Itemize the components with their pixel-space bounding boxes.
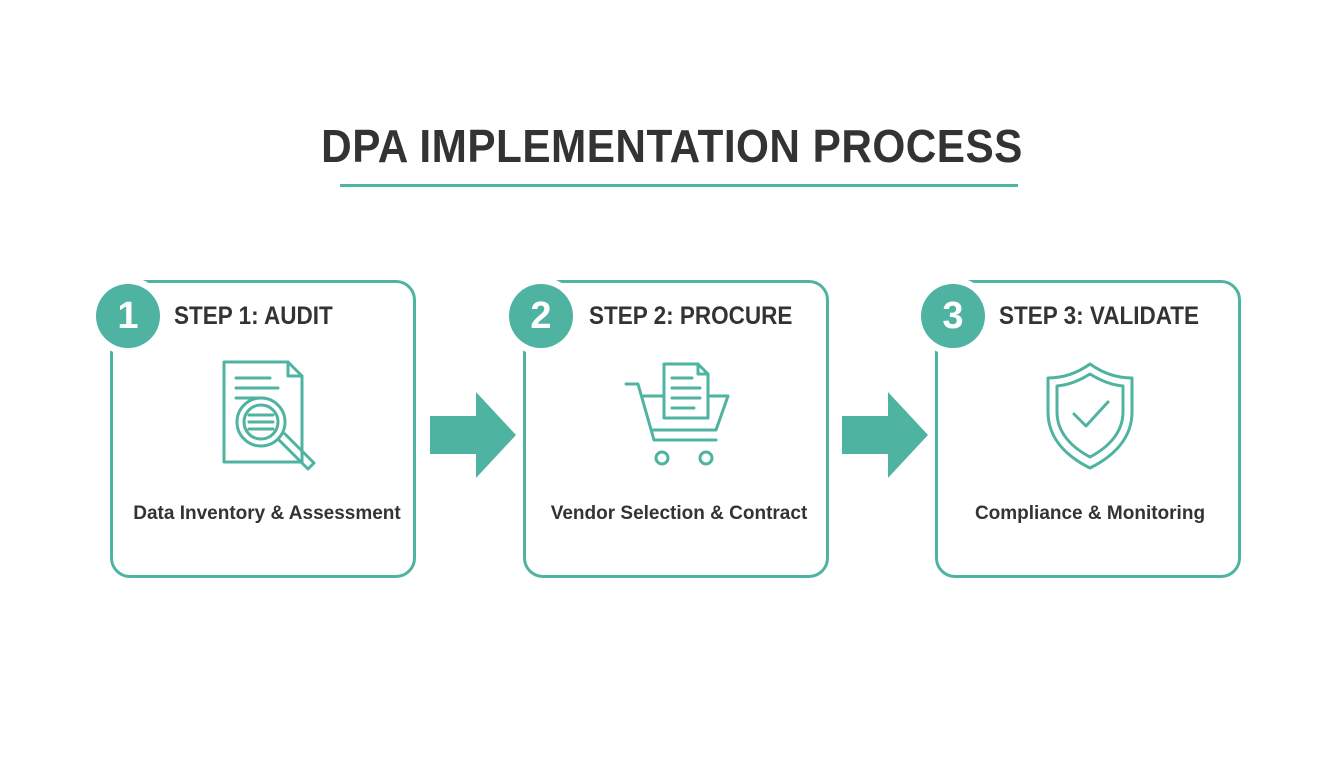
document-magnifier-icon <box>222 360 316 471</box>
step-title: STEP 3: VALIDATE <box>999 302 1200 330</box>
step-number-badge: 2 <box>509 284 573 348</box>
diagram-title: DPA IMPLEMENTATION PROCESS <box>321 120 1023 172</box>
step-number-badge: 1 <box>96 284 160 348</box>
step-title: STEP 2: PROCURE <box>589 302 793 330</box>
arrow-right-icon <box>842 392 928 478</box>
shopping-cart-document-icon <box>624 362 730 466</box>
step-number-badge: 3 <box>921 284 985 348</box>
step-description: Compliance & Monitoring <box>974 503 1206 524</box>
step-card-validate <box>935 280 1241 578</box>
title-underline <box>340 184 1018 187</box>
step-description: Vendor Selection & Contract <box>550 503 808 524</box>
arrow-right-icon <box>430 392 516 478</box>
step-description: Data Inventory & Assessment <box>133 503 401 524</box>
shield-check-icon <box>1046 362 1134 470</box>
step-title: STEP 1: AUDIT <box>174 302 333 330</box>
